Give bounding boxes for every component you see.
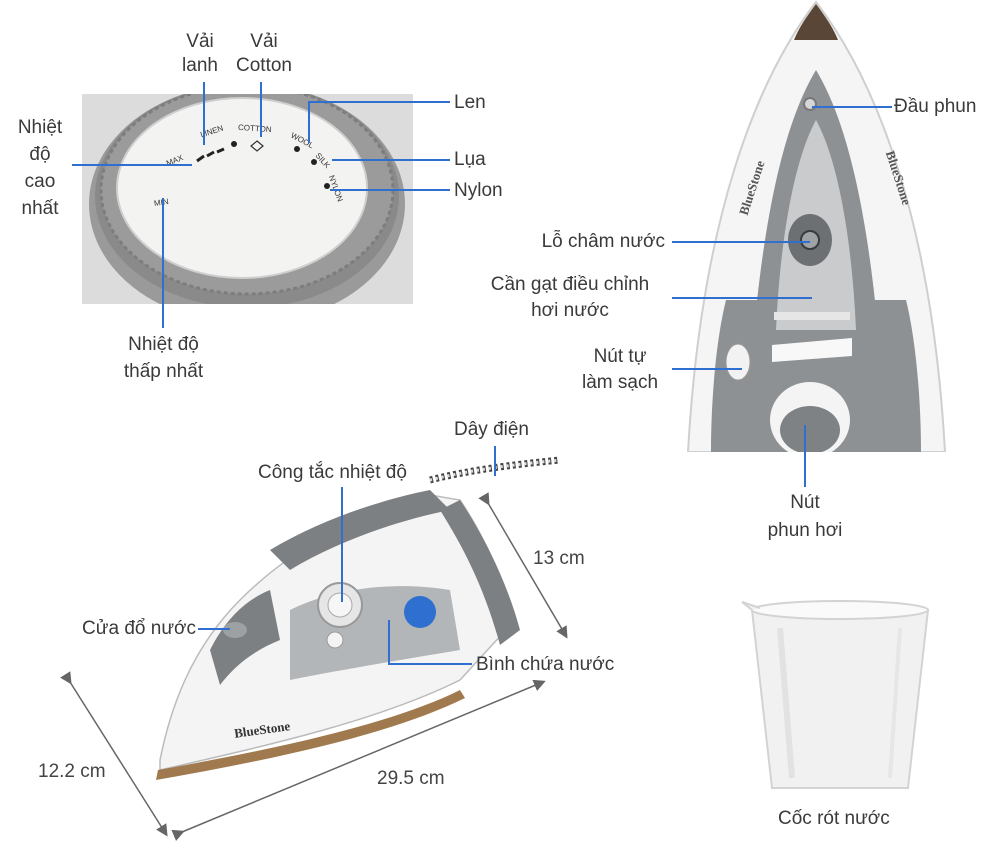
steam-button-leader-line — [804, 425, 806, 487]
fill-hole-label: Lỗ châm nước — [541, 231, 665, 252]
min-temp-label: Nhiệt độ thấp nhất — [123, 334, 204, 382]
temp-switch-label: Công tắc nhiệt độ — [258, 462, 407, 483]
steam-button-label: Nút phun hơi — [767, 492, 843, 541]
linen-leader-line — [203, 82, 205, 145]
water-door-leader-line — [198, 628, 230, 630]
nylon-label: Nylon — [454, 180, 503, 201]
silk-leader-line — [332, 159, 450, 161]
temperature-dial-graphic — [82, 94, 413, 304]
steam-lever-leader-line — [672, 297, 812, 299]
max-leader-line — [72, 164, 192, 166]
width-dim-label: 12.2 cm — [38, 761, 106, 782]
silk-label: Lụa — [454, 149, 486, 170]
steam-lever-label: Cần gạt điều chỉnh hơi nước — [490, 274, 650, 321]
tank-leader-line-v — [388, 620, 390, 664]
cotton-label: Vải Cotton — [236, 31, 292, 76]
fill-hole-leader-line — [672, 241, 810, 243]
temp-switch-leader-line — [341, 487, 343, 602]
cup-label: Cốc rót nước — [778, 808, 890, 829]
wool-leader-line-h — [308, 101, 450, 103]
cotton-leader-line — [260, 82, 262, 137]
nozzle-label: Đầu phun — [894, 96, 977, 117]
cord-label: Dây điện — [454, 419, 529, 440]
max-temp-label: Nhiệt độ cao nhất — [17, 117, 63, 219]
length-dim-label: 29.5 cm — [377, 768, 445, 789]
self-clean-label: Nút tự làm sạch — [581, 346, 659, 393]
measuring-cup-graphic — [741, 600, 930, 789]
iron-side-view-graphic — [156, 456, 561, 780]
nozzle-leader-line — [812, 106, 892, 108]
nylon-leader-line — [330, 189, 450, 191]
iron-top-view-graphic — [686, 0, 947, 452]
wool-leader-line-v — [308, 101, 310, 143]
self-clean-leader-line — [672, 368, 742, 370]
tank-leader-line-h — [388, 663, 472, 665]
iron-top-view-photo: BlueStone BlueStone — [686, 0, 947, 452]
min-leader-line — [162, 198, 164, 328]
height-dim-label: 13 cm — [533, 548, 585, 569]
tank-label: Bình chứa nước — [476, 654, 615, 675]
wool-label: Len — [454, 92, 486, 113]
water-door-label: Cửa đổ nước — [82, 618, 196, 639]
cord-leader-line — [494, 446, 496, 476]
linen-label: Vải lanh — [182, 31, 218, 76]
dial-photo: LINEN COTTON WOOL SILK NYLON MAX MIN — [82, 94, 413, 304]
